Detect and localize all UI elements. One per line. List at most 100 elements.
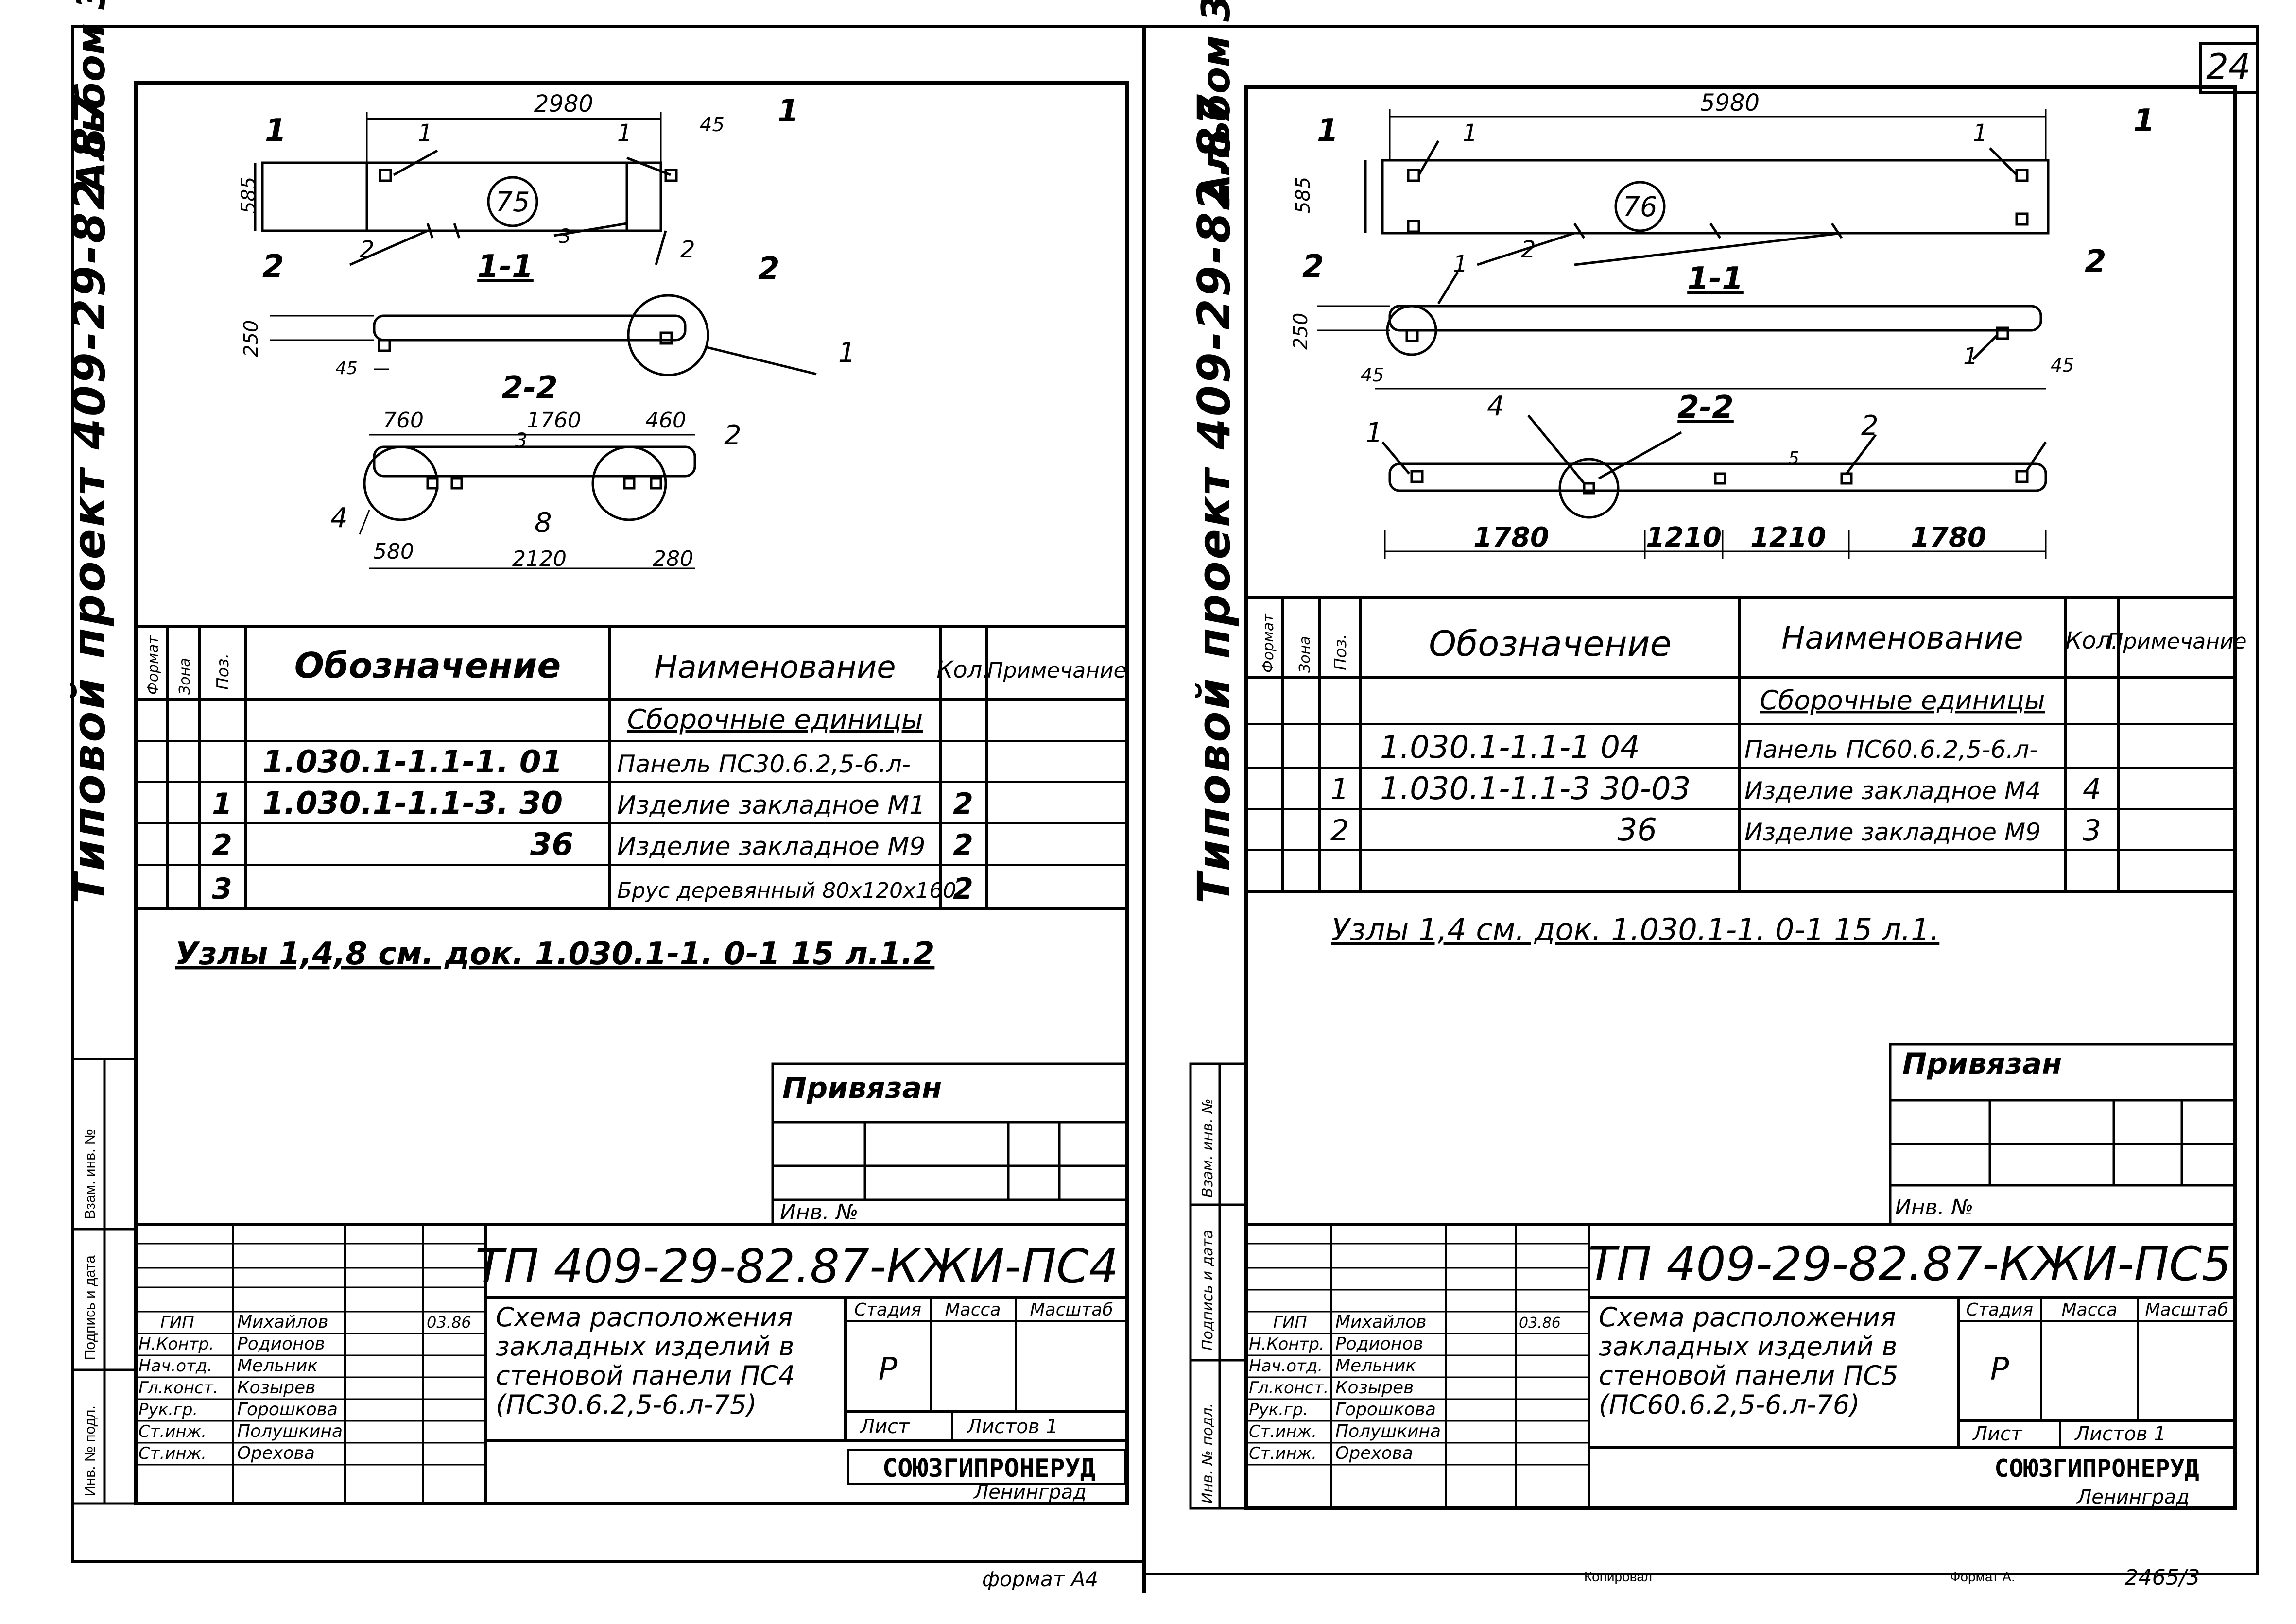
section-2-2-title: 2-2 <box>501 370 558 406</box>
dim-760: 760 <box>383 408 424 433</box>
callout-2-sec-right: 2 <box>1861 410 1879 442</box>
spec-header-pos-right: Поз. <box>1331 634 1350 670</box>
name-3-right: Козырев <box>1335 1378 1414 1398</box>
spec-row-2-name: Изделие закладное М1 <box>617 791 925 820</box>
spec-header-pos: Поз. <box>213 653 233 690</box>
sheets-label: Листов 1 <box>966 1416 1058 1438</box>
sheet-label: Лист <box>859 1416 910 1438</box>
section-2-left: 2 <box>262 249 284 285</box>
dim-2980: 2980 <box>534 90 593 118</box>
spec-row-3-pos-right: 2 <box>1330 814 1349 848</box>
dim-45-right-b: 45 <box>2051 355 2074 376</box>
format-right: Формат А. <box>1950 1569 2015 1584</box>
dim-280: 280 <box>653 547 693 571</box>
callout-1-sec22-left: 1 <box>1365 417 1383 449</box>
org-name: СОЮЗГИПРОНЕРУД <box>882 1454 1095 1483</box>
title-line-4-right: (ПС60.6.2,5-6.л-76) <box>1599 1389 1860 1420</box>
role-4: Рук.гр. <box>138 1400 198 1419</box>
title-line-4: (ПС30.6.2,5-6.л-75) <box>496 1389 757 1420</box>
role-5: Ст.инж. <box>138 1422 207 1441</box>
callout-4: 4 <box>330 502 348 534</box>
name-4: Горошкова <box>237 1400 338 1419</box>
dim-1210-b: 1210 <box>1750 522 1826 553</box>
dim-1210-a: 1210 <box>1646 522 1722 553</box>
spec-header-qty-right: Кол. <box>2065 627 2118 654</box>
spec-row-0-name-right: Сборочные единицы <box>1760 685 2045 716</box>
dim-460: 460 <box>645 408 686 433</box>
margin-signature-date-right: Подпись и дата <box>1199 1230 1216 1351</box>
stage-header-0-right: Стадия <box>1966 1300 2033 1320</box>
spec-row-1-code-right: 1.030.1-1.1-1 04 <box>1380 730 1640 766</box>
stage-header-1-right: Масса <box>2062 1300 2118 1320</box>
section-2-2-title-right: 2-2 <box>1677 390 1734 426</box>
stage-value: Р <box>879 1351 898 1387</box>
section-1-right-right: 1 <box>2133 103 2155 139</box>
spec-header-note: Примечание <box>987 658 1126 683</box>
spec-row-3-code: 36 <box>530 827 573 863</box>
format-left: формат А4 <box>982 1567 1098 1591</box>
section-2-right-right: 2 <box>2085 244 2106 280</box>
city-right: Ленинград <box>2076 1486 2190 1508</box>
stage-header-2-right: Масштаб <box>2145 1300 2228 1320</box>
name-5: Полушкина <box>237 1421 343 1441</box>
callout-1a: 1 <box>418 120 433 147</box>
org-name-right: СОЮЗГИПРОНЕРУД <box>1994 1454 2199 1483</box>
spec-header-format-right: Формат <box>1260 613 1277 673</box>
dim-1780-b: 1780 <box>1911 522 1986 553</box>
plan-mark-right: 76 <box>1623 191 1657 223</box>
drawing-plan-right <box>1364 109 2050 266</box>
dim-250: 250 <box>240 320 262 357</box>
drawing-section-1-1 <box>270 294 817 376</box>
spec-row-3-qty-right: 3 <box>2083 814 2101 848</box>
role-0: ГИП <box>160 1313 194 1332</box>
sheets-label-right: Листов 1 <box>2074 1423 2166 1445</box>
spec-row-2-name-right: Изделие закладное М4 <box>1744 777 2041 805</box>
callout-2-section: 2 <box>724 420 742 451</box>
bound-label: Привязан <box>782 1071 942 1105</box>
doc-code: ТП 409-29-82.87-КЖИ-ПС4 <box>475 1239 1119 1294</box>
name-6: Орехова <box>237 1443 315 1463</box>
dim-45-top: 45 <box>700 114 725 136</box>
title-block <box>135 1223 1129 1505</box>
role-6-right: Ст.инж. <box>1249 1444 1317 1463</box>
side-title-album-right: Альбом 3 <box>1193 0 1239 207</box>
spec-row-4-pos: 3 <box>212 872 232 906</box>
title-line-2: закладных изделий в <box>496 1331 794 1362</box>
role-3: Гл.конст. <box>138 1378 218 1398</box>
name-2-right: Мельник <box>1335 1356 1416 1376</box>
spec-row-3-code-right: 36 <box>1618 812 1657 848</box>
name-0: Михайлов <box>237 1312 328 1332</box>
spec-row-2-code-right: 1.030.1-1.1-3 30-03 <box>1380 771 1691 807</box>
spec-header-qty: Кол. <box>936 656 989 684</box>
spec-header-zone: Зона <box>176 658 193 695</box>
section-2-right: 2 <box>758 251 780 287</box>
title-line-3: стеновой панели ПС4 <box>496 1360 795 1391</box>
callout-1-sec22-right: 5 <box>1788 448 1799 468</box>
spec-row-4-name: Брус деревянный 80х120х160 <box>617 878 956 903</box>
dim-580: 580 <box>373 539 414 564</box>
margin-inv-podl: Инв. № подл. <box>82 1405 98 1496</box>
sheet-code: 2465/3 <box>2125 1565 2200 1590</box>
spec-row-2-qty: 2 <box>953 787 973 821</box>
title-line-1: Схема расположения <box>496 1302 793 1333</box>
spec-table-lines <box>136 625 1127 910</box>
org-box <box>847 1449 1126 1485</box>
spec-row-2-pos: 1 <box>212 787 232 821</box>
spec-header-note-right: Примечание <box>2107 629 2246 654</box>
dim-1780-a: 1780 <box>1473 522 1549 553</box>
page-number: 24 <box>2206 46 2251 87</box>
spec-header-code-right: Обозначение <box>1429 623 1672 664</box>
drawing-section-1-1-right <box>1317 271 2046 390</box>
role-5-right: Ст.инж. <box>1249 1422 1317 1441</box>
stage-header-1: Масса <box>945 1300 1001 1320</box>
sheet-right-outer-frame <box>1143 25 2259 1575</box>
stage-value-right: Р <box>1990 1351 2009 1387</box>
role-1: Н.Контр. <box>138 1334 214 1354</box>
name-2: Мельник <box>237 1356 318 1376</box>
spec-header-format: Формат <box>145 635 162 695</box>
name-6-right: Орехова <box>1335 1443 1413 1463</box>
title-block-right <box>1245 1223 2237 1510</box>
callout-4-right: 4 <box>1487 391 1504 422</box>
role-2-right: Нач.отд. <box>1249 1356 1323 1376</box>
